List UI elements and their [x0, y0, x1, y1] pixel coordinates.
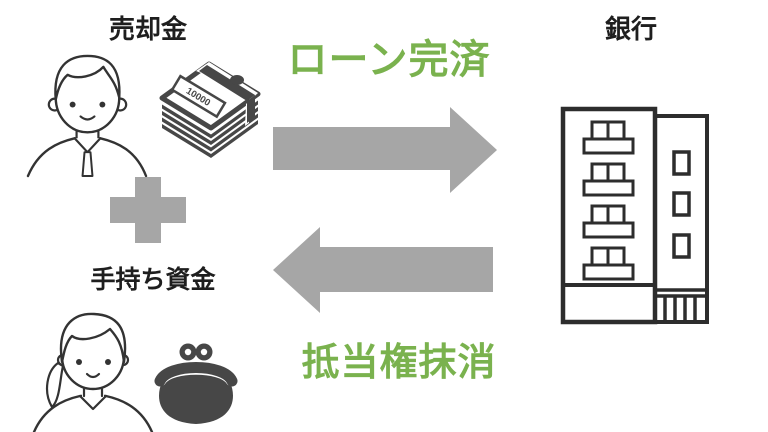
money-stack-icon: 10000 — [159, 61, 261, 158]
mortgage-cancellation-label: 抵当権抹消 — [301, 342, 497, 384]
plus-icon — [110, 177, 186, 243]
building-windows-left — [582, 120, 635, 281]
money-stamp — [230, 75, 244, 85]
building-entrance-grate — [663, 296, 697, 322]
building-windows-right — [672, 150, 691, 259]
coin-purse-icon — [154, 343, 238, 424]
arrow-left-icon — [273, 227, 493, 313]
bank-building-icon — [560, 106, 709, 325]
sale-proceeds-label: 売却金 — [108, 14, 188, 44]
bank-label: 銀行 — [604, 14, 658, 44]
loan-payoff-label: ローン完済 — [287, 38, 491, 82]
money-stack-layers — [162, 100, 258, 158]
man-icon — [26, 54, 148, 178]
arrow-right-icon — [273, 107, 497, 193]
woman-icon — [32, 312, 154, 432]
own-funds-label: 手持ち資金 — [90, 266, 216, 294]
